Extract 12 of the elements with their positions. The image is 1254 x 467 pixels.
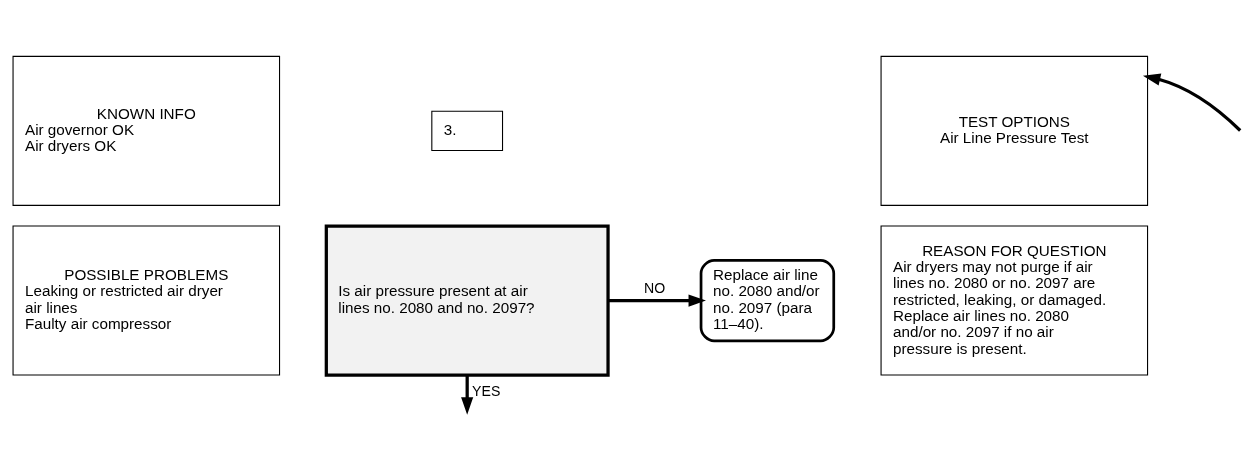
node-box: 3. bbox=[431, 110, 504, 151]
node-box: Replace air line no. 2080 and/or no. 2097 (para 11–40). bbox=[699, 258, 836, 343]
arrow bbox=[608, 294, 706, 307]
edge-label: YES bbox=[472, 383, 501, 400]
arrow bbox=[461, 375, 474, 415]
arrow bbox=[1142, 73, 1242, 132]
node-box: POSSIBLE PROBLEMS Leaking or restricted air dryer air lines Faulty air compressor bbox=[12, 225, 281, 376]
edge-label: NO bbox=[643, 280, 666, 297]
node-box: KNOWN INFO Air governor OK Air dryers OK bbox=[12, 55, 281, 206]
node-box: Is air pressure present at air lines no. 2080 and no. 2097? bbox=[324, 224, 610, 377]
node-box: TEST OPTIONS Air Line Pressure Test bbox=[880, 55, 1149, 206]
node-box: REASON FOR QUESTION Air dryers may not purge if air lines no. 2080 or no. 2097 are restricted, leaking, or damaged. Replace air lines no. 2080 and/or no. 2097 if no air pressure is present. bbox=[880, 225, 1149, 376]
